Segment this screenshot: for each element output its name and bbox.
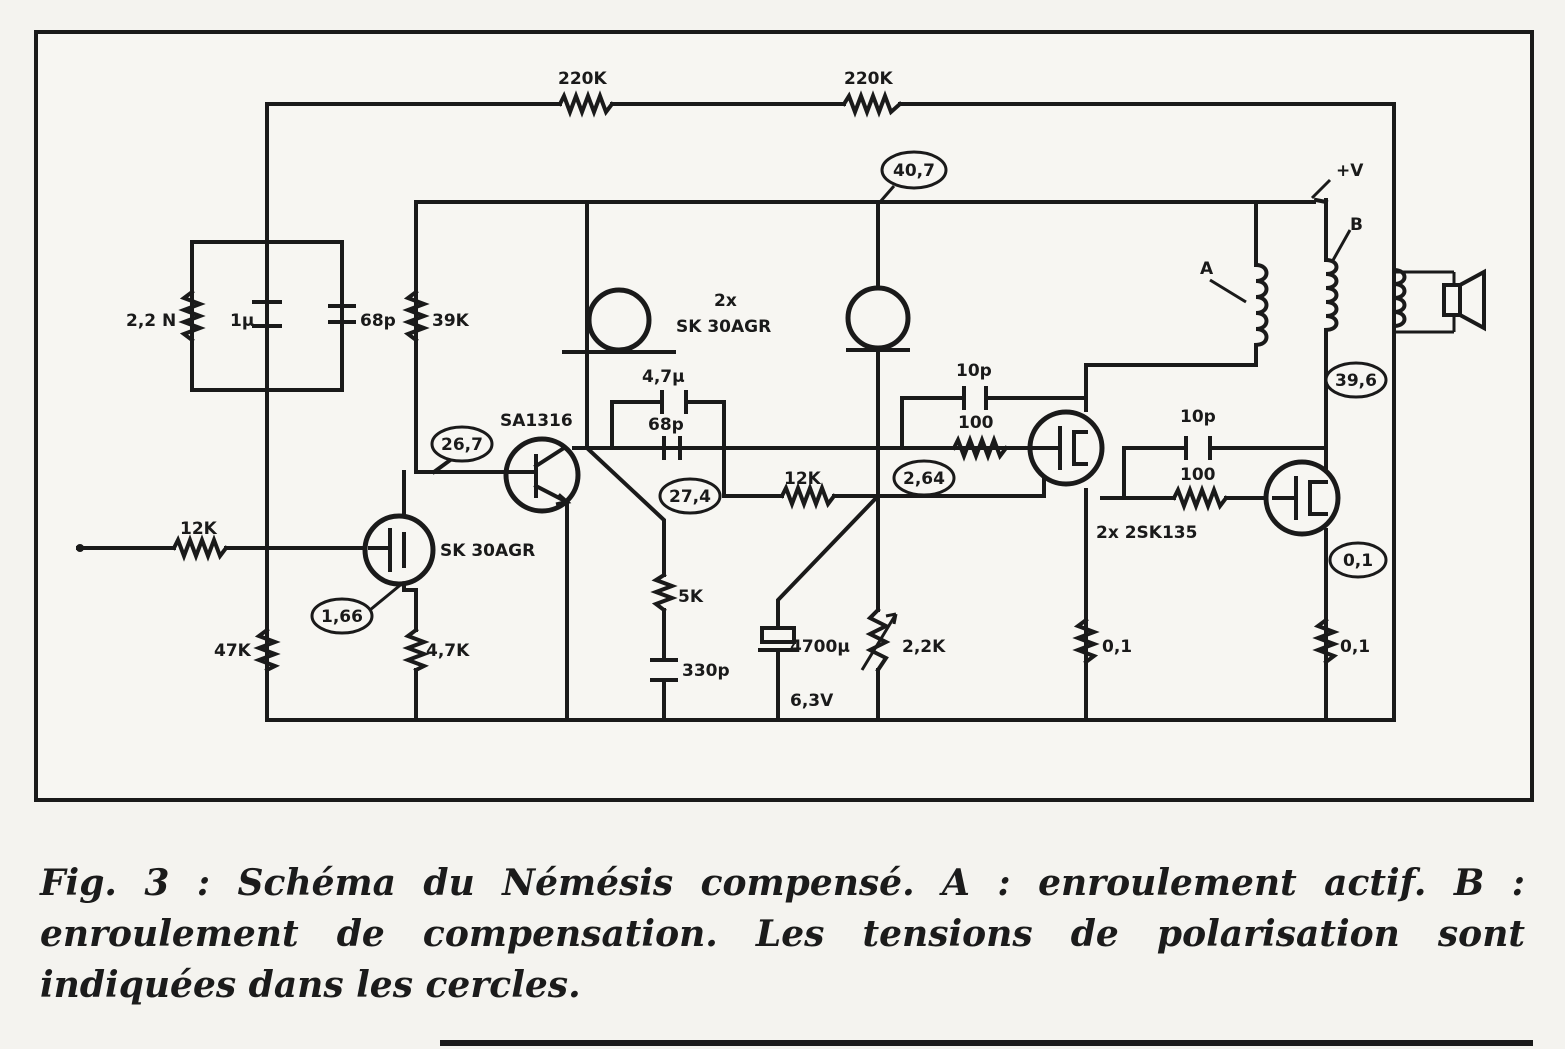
label-q-input: SK 30AGR: [440, 541, 535, 561]
capacitor-68p-input: [328, 304, 356, 324]
label-4700u: 4700µ: [790, 637, 850, 657]
voltage-markers: 40,7 26,7 27,4 1,66 2,64 39,6 0,1: [310, 150, 1388, 635]
wiring: [76, 102, 1456, 722]
capacitor-10p-2: [1184, 436, 1212, 460]
label-330p: 330p: [682, 661, 730, 681]
speaker-icon: [1442, 268, 1486, 332]
resistors: [171, 90, 1340, 673]
label-100-1: 100: [958, 413, 994, 433]
label-dual-fet-type: SK 30AGR: [676, 317, 771, 337]
transistor-input-fet: [362, 513, 436, 587]
capacitors: [252, 300, 1212, 682]
resistor-4-7k: [402, 627, 430, 673]
capacitor-68p-mid: [662, 436, 682, 460]
diagram-border: [34, 30, 1534, 802]
label-39k: 39K: [432, 311, 470, 331]
label-2-2n: 2,2 N: [126, 311, 176, 331]
transistor-sa1316: [502, 436, 581, 514]
label-sa1316: SA1316: [500, 411, 573, 431]
input-terminal: [76, 544, 84, 552]
winding-a-coil: [1253, 262, 1269, 348]
potentiometer-2-2k: [865, 607, 891, 673]
speaker-coil: [1391, 267, 1407, 329]
voltage-39-6: 39,6: [1324, 361, 1388, 399]
label-10p-2: 10p: [1180, 407, 1216, 427]
dual-fet-right: [845, 285, 911, 352]
resistor-100-2: [1171, 484, 1229, 512]
label-68p-mid: 68p: [648, 415, 684, 435]
voltage-1-66: 1,66: [310, 597, 374, 635]
label-4700u-voltage: 6,3V: [790, 691, 834, 711]
capacitor-10p-1: [962, 386, 988, 410]
voltage-27-4: 27,4: [658, 477, 722, 515]
voltage-26-7: 26,7: [430, 425, 494, 463]
label-winding-b: B: [1350, 215, 1363, 235]
component-labels: 220K 220K 2,2 N 1µ 68p 39K 47K 4,7K 12K …: [126, 69, 1370, 711]
label-47k: 47K: [214, 641, 252, 661]
label-0-1-a: 0,1: [1102, 637, 1132, 657]
voltage-0-1: 0,1: [1328, 541, 1388, 579]
svg-text:40,7: 40,7: [893, 161, 935, 181]
svg-text:27,4: 27,4: [669, 487, 711, 507]
label-68p-input: 68p: [360, 311, 396, 331]
voltage-40-7: 40,7: [880, 150, 948, 190]
capacitor-1u: [252, 300, 282, 328]
resistor-100-1: [951, 434, 1009, 462]
page-divider: [440, 1040, 1533, 1046]
resistor-47k: [253, 627, 281, 673]
capacitor-4-7u: [660, 390, 688, 414]
label-12k-input: 12K: [180, 519, 218, 539]
svg-text:2,64: 2,64: [903, 469, 945, 489]
winding-b-coil: [1323, 257, 1339, 333]
svg-text:0,1: 0,1: [1343, 551, 1373, 571]
label-pot-2-2k: 2,2K: [902, 637, 946, 657]
label-10p-1: 10p: [956, 361, 992, 381]
label-supply: +V: [1336, 161, 1364, 181]
label-12k-mid: 12K: [784, 469, 822, 489]
dual-fet-left: [562, 287, 676, 354]
voltage-2-64: 2,64: [892, 459, 956, 497]
resistor-220k-2: [841, 90, 903, 118]
label-5k: 5K: [678, 587, 704, 607]
capacitor-330p: [650, 658, 678, 682]
label-q-output: 2x 2SK135: [1096, 523, 1197, 543]
svg-text:39,6: 39,6: [1335, 371, 1377, 391]
svg-text:1,66: 1,66: [321, 607, 363, 627]
label-winding-a: A: [1200, 259, 1214, 279]
transistor-output-fet-upper: [1027, 409, 1105, 487]
label-220k-1: 220K: [558, 69, 607, 89]
windings: [1209, 178, 1407, 348]
resistor-2-2n: [178, 289, 206, 343]
schematic-diagram: 40,7 26,7 27,4 1,66 2,64 39,6 0,1 220K 2…: [34, 30, 1534, 802]
resistor-39k: [402, 289, 430, 343]
resistor-5k: [650, 572, 678, 613]
label-1u: 1µ: [230, 311, 254, 331]
capacitor-4700u: [758, 626, 798, 652]
label-0-1-b: 0,1: [1340, 637, 1370, 657]
figure-caption: Fig. 3 : Schéma du Némésis compensé. A :…: [40, 862, 1525, 1006]
resistor-0-1-b: [1312, 617, 1340, 665]
resistor-12k-input: [171, 534, 229, 562]
resistor-0-1-a: [1072, 617, 1100, 665]
label-4-7u: 4,7µ: [642, 367, 685, 387]
resistor-220k-1: [557, 90, 615, 118]
label-dual-fet-count: 2x: [714, 291, 737, 311]
resistor-12k-mid: [779, 482, 837, 510]
label-220k-2: 220K: [844, 69, 893, 89]
transistor-output-fet-lower: [1263, 459, 1341, 537]
label-4-7k: 4,7K: [426, 641, 470, 661]
label-100-2: 100: [1180, 465, 1216, 485]
svg-text:26,7: 26,7: [441, 435, 483, 455]
